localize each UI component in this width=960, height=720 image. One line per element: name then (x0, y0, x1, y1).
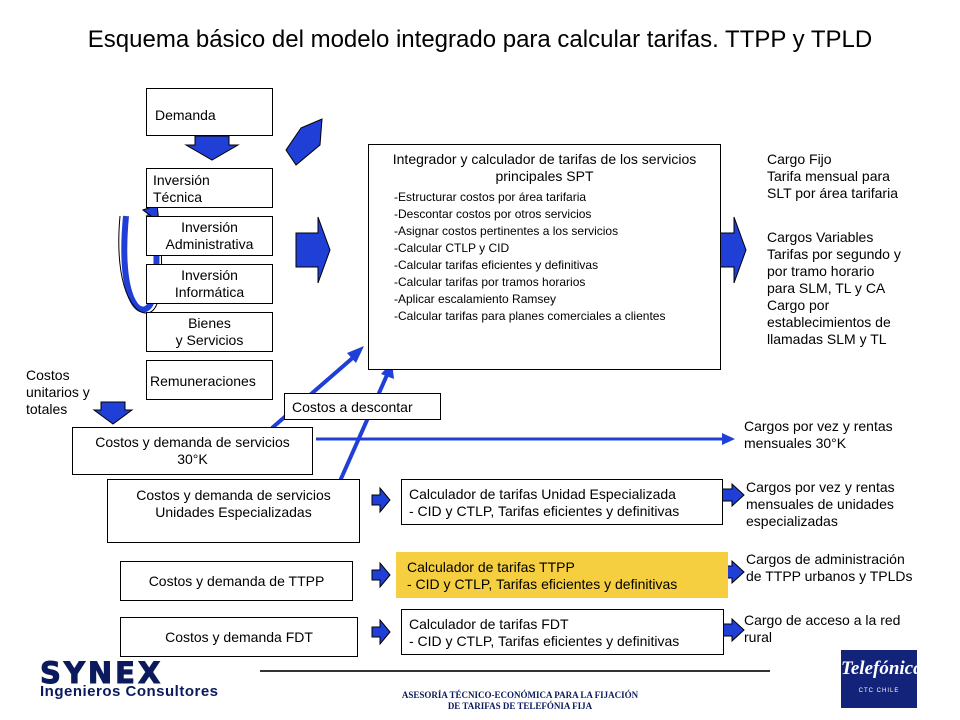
small-arrow-fdt (371, 618, 391, 646)
integrador-title: Integrador y calculador de tarifas de lo… (392, 151, 697, 184)
bienes-label: Bienes y Servicios (175, 315, 244, 348)
integrador-box: Integrador y calculador de tarifas de lo… (368, 144, 721, 370)
inversion-administrativa-box: Inversión Administrativa (146, 216, 273, 256)
telefonica-logo-sub: CTC CHILE (858, 688, 900, 694)
small-arrow-ue (371, 486, 391, 514)
synex-subtitle: Ingenieros Consultores (40, 683, 219, 700)
page-title: Esquema básico del modelo integrado para… (87, 26, 873, 53)
inversion-tecnica-box: Inversión Técnica (146, 168, 273, 208)
cargos-ue-label: Cargos por vez y rentas mensuales de uni… (746, 479, 895, 529)
calc-ue-box: Calculador de tarifas Unidad Especializa… (401, 479, 723, 525)
cargo-fijo-label: Cargo Fijo Tarifa mensual para SLT por á… (767, 151, 898, 201)
remuneraciones-label: Remuneraciones (150, 373, 256, 389)
long-arrow-head (722, 433, 735, 445)
costos-ttpp-label: Costos y demanda de TTPP (148, 572, 325, 589)
costos-30k-box: Costos y demanda de servicios 30°K (72, 427, 313, 475)
costos-unitarios-label: Costos unitarios y totales (26, 367, 90, 417)
cargos-30k-label: Cargos por vez y rentas mensuales 30°K (744, 418, 893, 451)
telefonica-logo: Telefónica CTC CHILE (841, 650, 923, 708)
small-arrow-out-ue (721, 482, 745, 508)
inversion-tecnica-label: Inversión Técnica (153, 172, 210, 205)
cargos-variables-label: Cargos Variables Tarifas por segundo y p… (767, 229, 901, 347)
inversion-informatica-box: Inversión Informática (146, 264, 273, 304)
costos-30k-label: Costos y demanda de servicios 30°K (95, 434, 290, 467)
integrador-step: -Aplicar escalamiento Ramsey (394, 292, 557, 306)
telefonica-logo-text: Telefónica (841, 658, 923, 679)
footer-note: ASESORÍA TÉCNICO-ECONÓMICA PARA LA FIJAC… (401, 690, 639, 711)
demanda-box: Demanda (146, 88, 273, 136)
integrador-step: -Calcular CTLP y CID (394, 241, 510, 255)
costos-descontar-label: Costos a descontar (292, 399, 413, 415)
calc-fdt-box: Calculador de tarifas FDT - CID y CTLP, … (401, 609, 724, 655)
integrador-step: -Descontar costos por otros servicios (394, 207, 592, 221)
diag-arrow-1-head (347, 346, 364, 363)
calc-ttpp-label: Calculador de tarifas TTPP - CID y CTLP,… (407, 559, 678, 592)
diagonal-arrow-top (285, 118, 323, 166)
integrador-steps: -Estructurar costos por área tarifaria -… (394, 189, 710, 325)
costos-descontar-box: Costos a descontar (284, 393, 441, 420)
calc-ttpp-box: Calculador de tarifas TTPP - CID y CTLP,… (396, 552, 728, 598)
inversion-administrativa-label: Inversión Administrativa (165, 219, 254, 252)
costos-fdt-box: Costos y demanda FDT (120, 617, 358, 657)
synex-logo: SYNEX (39, 656, 164, 690)
bienes-box: Bienes y Servicios (146, 312, 273, 352)
integrador-step: -Calcular tarifas para planes comerciale… (394, 309, 666, 323)
down-arrow-costos (92, 401, 134, 425)
calc-ue-label: Calculador de tarifas Unidad Especializa… (409, 486, 680, 519)
inversion-informatica-label: Inversión Informática (174, 267, 245, 300)
small-arrow-ttpp (371, 561, 391, 589)
right-arrow-inputs (295, 216, 331, 284)
integrador-step: -Calcular tarifas eficientes y definitiv… (394, 258, 599, 272)
demanda-label: Demanda (155, 107, 216, 123)
costos-ttpp-box: Costos y demanda de TTPP (120, 561, 353, 601)
integrador-step: -Calcular tarifas por tramos horarios (394, 275, 586, 289)
integrador-step: -Estructurar costos por área tarifaria (394, 190, 587, 204)
small-arrow-out-fdt (721, 617, 745, 643)
cargo-rural-label: Cargo de acceso a la red rural (744, 612, 901, 645)
costos-fdt-label: Costos y demanda FDT (165, 628, 313, 645)
down-arrow-demanda (184, 135, 240, 161)
integrador-step: -Asignar costos pertinentes a los servic… (394, 224, 619, 238)
costos-ue-label: Costos y demanda de servicios Unidades E… (136, 487, 331, 520)
calc-fdt-label: Calculador de tarifas FDT - CID y CTLP, … (409, 616, 680, 649)
cargos-ttpp-label: Cargos de administración de TTPP urbanos… (746, 551, 913, 584)
costos-ue-box: Costos y demanda de servicios Unidades E… (107, 479, 360, 543)
remuneraciones-box: Remuneraciones (146, 360, 273, 400)
